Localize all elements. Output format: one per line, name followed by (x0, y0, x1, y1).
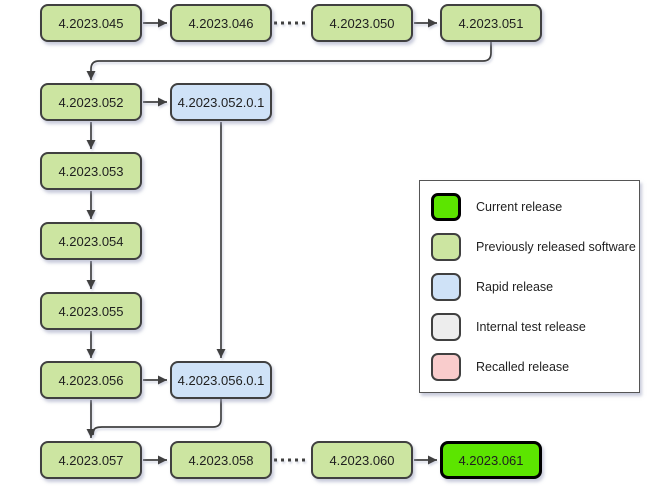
legend-item-current: Current release (431, 193, 628, 221)
legend-swatch-internal (431, 313, 461, 341)
legend-label: Recalled release (476, 360, 570, 374)
version-node-label: 4.2023.061 (458, 452, 524, 468)
legend-item-rapid: Rapid release (431, 273, 628, 301)
version-node-4.2023.054[interactable]: 4.2023.054 (40, 222, 142, 260)
version-node-label: 4.2023.055 (58, 303, 124, 319)
version-node-label: 4.2023.046 (188, 15, 254, 31)
version-node-4.2023.053[interactable]: 4.2023.053 (40, 152, 142, 190)
version-node-4.2023.060[interactable]: 4.2023.060 (311, 441, 413, 479)
edge-4.2023.051-to-4.2023.052 (86, 42, 492, 80)
version-node-4.2023.057[interactable]: 4.2023.057 (40, 441, 142, 479)
version-node-label: 4.2023.056.0.1 (177, 372, 265, 388)
version-node-4.2023.052[interactable]: 4.2023.052 (40, 83, 142, 121)
version-node-label: 4.2023.052 (58, 94, 124, 110)
version-node-4.2023.061[interactable]: 4.2023.061 (440, 441, 542, 479)
legend-label: Current release (476, 200, 563, 214)
version-node-4.2023.045[interactable]: 4.2023.045 (40, 4, 142, 42)
legend-item-previous: Previously released software (431, 233, 636, 261)
legend-label: Internal test release (476, 320, 586, 334)
version-node-label: 4.2023.052.0.1 (177, 94, 265, 110)
version-node-label: 4.2023.053 (58, 163, 124, 179)
legend-swatch-rapid (431, 273, 461, 301)
version-node-label: 4.2023.056 (58, 372, 124, 388)
version-node-label: 4.2023.057 (58, 452, 124, 468)
version-node-4.2023.056.0.1[interactable]: 4.2023.056.0.1 (170, 361, 272, 399)
version-node-label: 4.2023.051 (458, 15, 524, 31)
version-node-4.2023.058[interactable]: 4.2023.058 (170, 441, 272, 479)
version-node-4.2023.046[interactable]: 4.2023.046 (170, 4, 272, 42)
legend-swatch-current (431, 193, 461, 221)
version-node-label: 4.2023.060 (329, 452, 395, 468)
legend-swatch-previous (431, 233, 461, 261)
legend-label: Rapid release (476, 280, 554, 294)
version-node-label: 4.2023.045 (58, 15, 124, 31)
version-node-4.2023.050[interactable]: 4.2023.050 (311, 4, 413, 42)
legend-swatch-recalled (431, 353, 461, 381)
edge-4.2023.056.0.1-to-4.2023.057 (92, 399, 222, 436)
version-node-label: 4.2023.050 (329, 15, 395, 31)
legend-item-recalled: Recalled release (431, 353, 628, 381)
version-node-4.2023.055[interactable]: 4.2023.055 (40, 292, 142, 330)
legend-label: Previously released software (476, 240, 636, 254)
legend-item-internal: Internal test release (431, 313, 628, 341)
version-node-4.2023.051[interactable]: 4.2023.051 (440, 4, 542, 42)
version-node-label: 4.2023.054 (58, 233, 124, 249)
version-node-4.2023.052.0.1[interactable]: 4.2023.052.0.1 (170, 83, 272, 121)
version-node-label: 4.2023.058 (188, 452, 254, 468)
version-node-4.2023.056[interactable]: 4.2023.056 (40, 361, 142, 399)
